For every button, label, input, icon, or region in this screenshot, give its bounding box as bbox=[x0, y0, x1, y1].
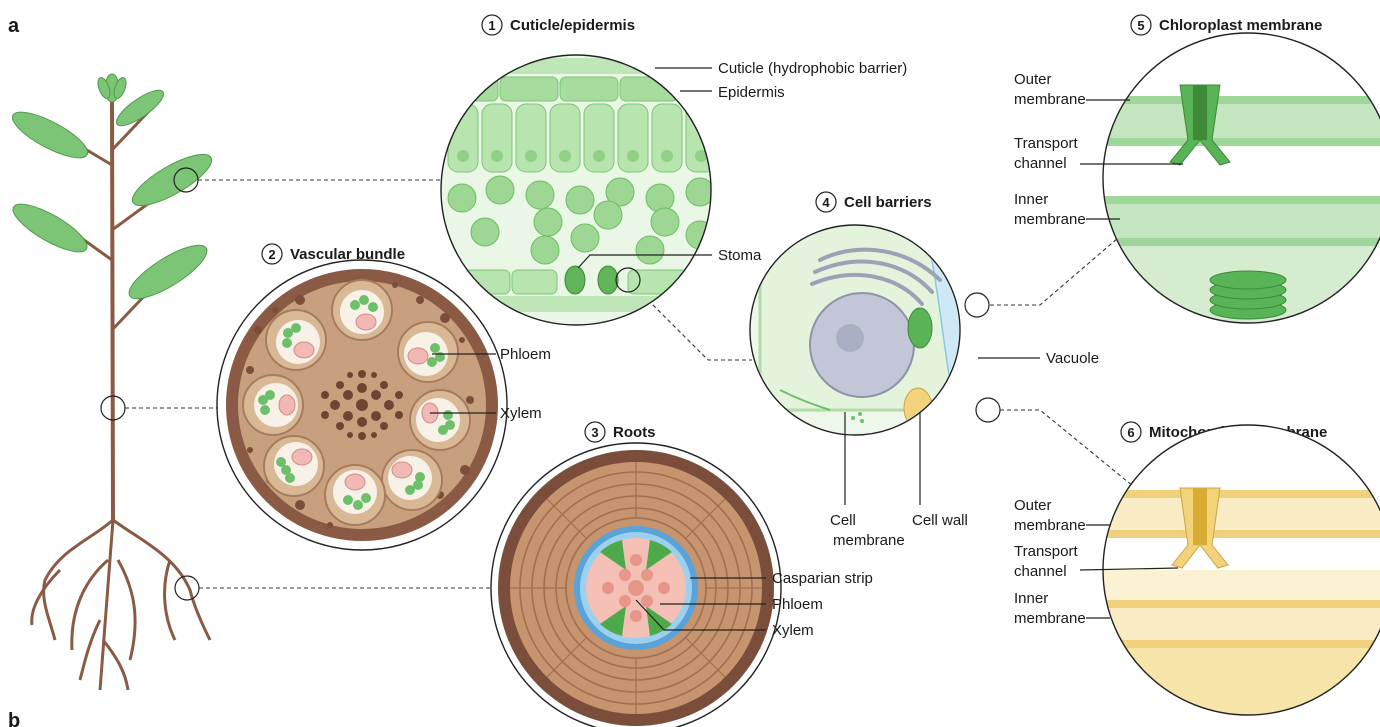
section1-title: Cuticle/epidermis bbox=[510, 17, 635, 34]
section1-number: 1 bbox=[488, 18, 495, 33]
epidermis-label: Epidermis bbox=[718, 84, 785, 101]
roots-section: 3 Roots bbox=[491, 422, 873, 727]
section4-number: 4 bbox=[822, 195, 830, 210]
section4-title: Cell barriers bbox=[844, 194, 932, 211]
cuticle-label: Cuticle (hydrophobic barrier) bbox=[718, 60, 907, 77]
chloro-inner-label-1: Inner bbox=[1014, 191, 1048, 208]
plant-illustration bbox=[7, 74, 218, 690]
mito-outer-label-2: membrane bbox=[1014, 517, 1086, 534]
mito-transport-label-2: channel bbox=[1014, 563, 1067, 580]
chloro-inner-label-2: membrane bbox=[1014, 211, 1086, 228]
chloroplast-membrane-section: 5 Chloroplast membrane Outer membra bbox=[1014, 15, 1380, 330]
section2-number: 2 bbox=[268, 247, 275, 262]
root-xylem-label: Xylem bbox=[772, 622, 814, 639]
mitochondrial-membrane-section: 6 Mitochondrial membrane Outer membrane … bbox=[1014, 420, 1380, 720]
stoma-label: Stoma bbox=[718, 247, 762, 264]
chloro-transport-label-1: Transport bbox=[1014, 135, 1078, 152]
section5-number: 5 bbox=[1137, 18, 1144, 33]
mito-outer-label-1: Outer bbox=[1014, 497, 1052, 514]
cell-membrane-label-1: Cell bbox=[830, 512, 856, 529]
mito-transport-label-1: Transport bbox=[1014, 543, 1078, 560]
section5-title: Chloroplast membrane bbox=[1159, 17, 1322, 34]
panel-label-a: a bbox=[8, 15, 20, 37]
panel-label-b: b bbox=[8, 710, 20, 727]
section3-number: 3 bbox=[591, 425, 598, 440]
cell-wall-label: Cell wall bbox=[912, 512, 968, 529]
root-phloem-label: Phloem bbox=[772, 596, 823, 613]
chloro-transport-label-2: channel bbox=[1014, 155, 1067, 172]
section3-title: Roots bbox=[613, 424, 656, 441]
cell-membrane-label-2: membrane bbox=[833, 532, 905, 549]
mito-inner-label-1: Inner bbox=[1014, 590, 1048, 607]
vacuole-label: Vacuole bbox=[1046, 350, 1099, 367]
mito-inner-label-2: membrane bbox=[1014, 610, 1086, 627]
chloro-outer-label-1: Outer bbox=[1014, 71, 1052, 88]
section6-number: 6 bbox=[1127, 425, 1134, 440]
vascular-phloem-label: Phloem bbox=[500, 346, 551, 363]
casparian-label: Casparian strip bbox=[772, 570, 873, 587]
vascular-xylem-label: Xylem bbox=[500, 405, 542, 422]
cell-barriers-section: 4 Cell barriers Vacuole Cell membran bbox=[740, 192, 1099, 549]
chloro-outer-label-2: membrane bbox=[1014, 91, 1086, 108]
